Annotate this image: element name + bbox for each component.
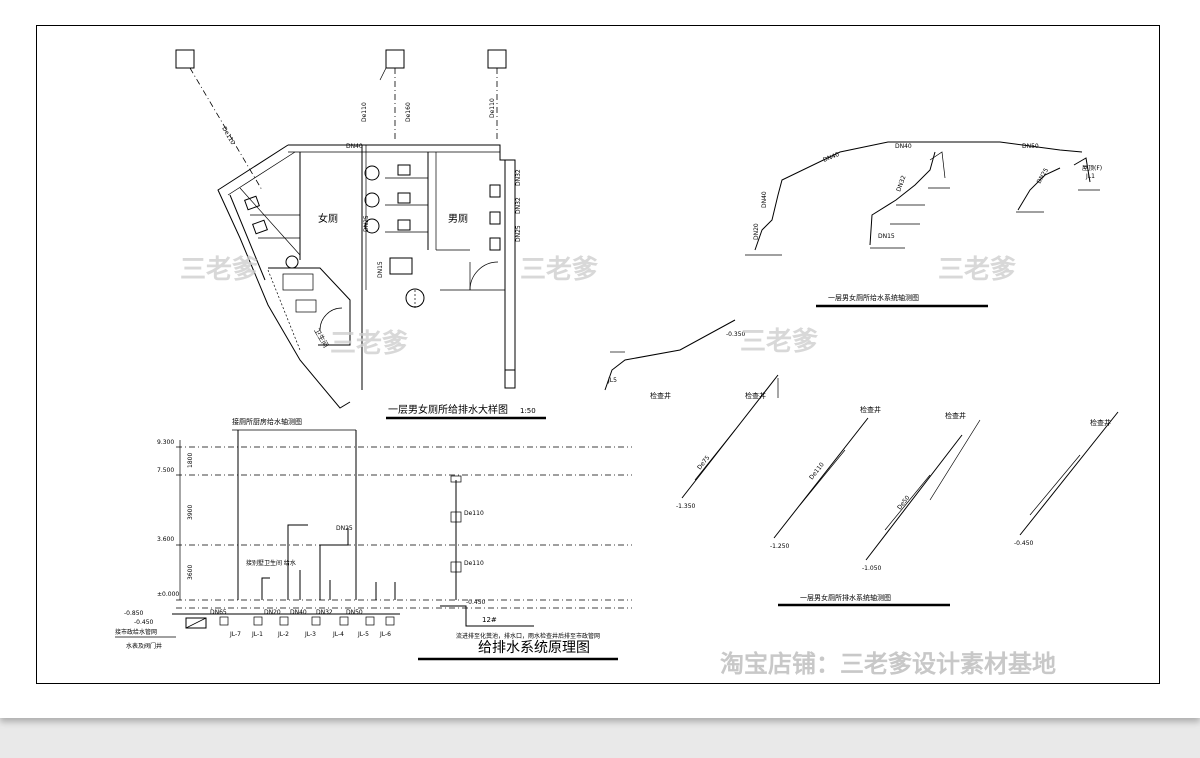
pipe-label: De110 — [361, 102, 368, 122]
dim-label: 1800 — [187, 453, 194, 468]
room-female: 女厕 — [318, 212, 338, 225]
shop-watermark: 淘宝店铺：三老爹设计素材基地 — [720, 650, 1056, 678]
schematic-title: 给排水系统原理图 — [478, 640, 590, 656]
drawing-frame — [36, 25, 1160, 684]
left-note-1: 接市政给水管网 — [115, 628, 157, 636]
pipe-label: DN25 — [363, 215, 370, 232]
elevation-label: 9.300 — [157, 439, 174, 446]
water-meter-icon — [185, 617, 207, 629]
urinal-3 — [364, 218, 380, 234]
supply-axonometric: DN40 DN40 DN50 DN40 DN32 DN25 DN15 DN20 … — [745, 141, 1102, 308]
drain-label: -1.250 — [770, 543, 790, 550]
drain-label: De110 — [808, 461, 826, 481]
svg-text:DN32: DN32 — [316, 609, 333, 616]
drain-label: -0.350 — [726, 331, 746, 338]
svg-text:JL-5: JL-5 — [357, 631, 369, 638]
room-male: 男厕 — [448, 213, 468, 225]
supply-pipe-label: DN40 — [761, 191, 768, 208]
svg-text:JL-2: JL-2 — [277, 631, 289, 638]
watermark: 三老爹 — [938, 255, 1016, 285]
pipe-label: De110 — [220, 126, 236, 147]
drain-manhole-5: 检查井 — [1090, 418, 1111, 427]
room-janitor: 卫生间 — [312, 327, 330, 350]
svg-text:DN20: DN20 — [264, 609, 281, 616]
floor-plan-scale: 1:50 — [520, 407, 536, 415]
watermark: 三老爹 — [520, 255, 598, 285]
svg-text:DN50: DN50 — [346, 609, 363, 616]
supply-pipe-label: DN40 — [822, 151, 840, 164]
bottom-note: 流进排至化粪池，排水口，雨水检查井后排至市政管网 — [456, 632, 600, 640]
drain-manhole-2: 检查井 — [745, 391, 766, 400]
drain-manhole-1: 检查井 — [650, 391, 671, 400]
drawing-sheet: DN40 DN25 DN15 DN32 DN32 DN25 De110 De16… — [0, 0, 1200, 718]
pipe-label: De160 — [405, 102, 412, 122]
elevation-label: -0.450 — [134, 619, 154, 626]
supply-pipe-label: DN20 — [753, 223, 760, 240]
riser-tags: JL-1 JL-2 JL-3 JL-4 JL-5 JL-6 JL-7 — [219, 616, 395, 638]
watermark: 三老爹 — [180, 255, 258, 285]
riser-box-1 — [175, 49, 195, 69]
urinal-2 — [364, 192, 380, 208]
svg-text:De110: De110 — [464, 510, 484, 517]
svg-text:DN25: DN25 — [336, 525, 353, 532]
elevation-label: -0.850 — [124, 610, 144, 617]
system-schematic: 接厕所厨房给水轴测图 9.300 7.500 3.600 ±0.000 -0.8… — [115, 417, 632, 661]
drain-manhole-3: 检查井 — [860, 405, 881, 414]
svg-text:DN40: DN40 — [290, 609, 307, 616]
cad-drawing: DN40 DN25 DN15 DN32 DN32 DN25 De110 De16… — [115, 49, 1119, 678]
pipe-label: De110 — [489, 98, 496, 118]
elevation-label: 7.500 — [157, 467, 174, 474]
svg-text:De110: De110 — [464, 560, 484, 567]
schematic-top-note: 接厕所厨房给水轴测图 — [232, 417, 302, 426]
supply-pipe-label: DN40 — [895, 143, 912, 150]
supply-axon-title: 一层男女厕所给水系统轴测图 — [828, 293, 919, 302]
elevation-label: ±0.000 — [157, 591, 179, 598]
drain-label: -0.450 — [1014, 540, 1034, 547]
drain-label: -1.350 — [676, 503, 696, 510]
pipe-label: DN25 — [515, 225, 522, 242]
svg-text:JL-6: JL-6 — [379, 631, 391, 638]
drain-elevation: -0.450 — [466, 599, 486, 606]
dim-label: 3900 — [187, 505, 194, 520]
riser-box-2 — [385, 49, 405, 69]
floor-plan-title: 一层男女厕所给排水大样图 — [388, 403, 508, 416]
svg-text:JL-1: JL-1 — [251, 631, 263, 638]
pipe-label: DN32 — [515, 169, 522, 186]
urinal-1 — [364, 165, 380, 181]
elevation-label: 3.600 — [157, 536, 174, 543]
floor-plan: DN40 DN25 DN15 DN32 DN32 DN25 De110 De16… — [175, 49, 546, 420]
svg-text:JL-3: JL-3 — [304, 631, 316, 638]
svg-text:DN65: DN65 — [210, 609, 227, 616]
watermark: 三老爹 — [740, 327, 818, 357]
svg-text:JL-4: JL-4 — [332, 631, 344, 638]
pipe-label: DN15 — [377, 261, 384, 278]
svg-text:JL-7: JL-7 — [229, 631, 241, 638]
supply-pipe-label: DN50 — [1022, 143, 1039, 150]
drain-axonometric: JL5 -0.350 检查井 检查井 检查井 检查井 检查井 De75 De11… — [604, 319, 1119, 607]
drain-label: -1.050 — [862, 565, 882, 572]
pipe-label: DN40 — [346, 143, 363, 150]
center-note: 接别墅卫生间 给水 — [246, 559, 296, 567]
supply-pipe-label: DN32 — [895, 174, 907, 192]
drain-tag: 12# — [482, 616, 497, 624]
supply-roof-tag: 屋顶(F) — [1082, 165, 1102, 172]
drain-label: De50 — [896, 494, 911, 511]
watermark: 三老爹 — [330, 329, 408, 359]
supply-riser-tag: JL1 — [1085, 173, 1095, 180]
left-note-2: 水表及阀门井 — [126, 642, 162, 650]
drain-axon-title: 一层男女厕所排水系统轴测图 — [800, 593, 891, 602]
supply-pipe-label: DN15 — [878, 233, 895, 240]
drain-riser-tag: JL5 — [607, 377, 617, 384]
supply-pipe-label: DN25 — [1036, 167, 1051, 185]
riser-box-3 — [487, 49, 507, 69]
drain-manhole-4: 检查井 — [945, 411, 966, 420]
pipe-label: DN32 — [515, 197, 522, 214]
dim-label: 3600 — [187, 565, 194, 580]
